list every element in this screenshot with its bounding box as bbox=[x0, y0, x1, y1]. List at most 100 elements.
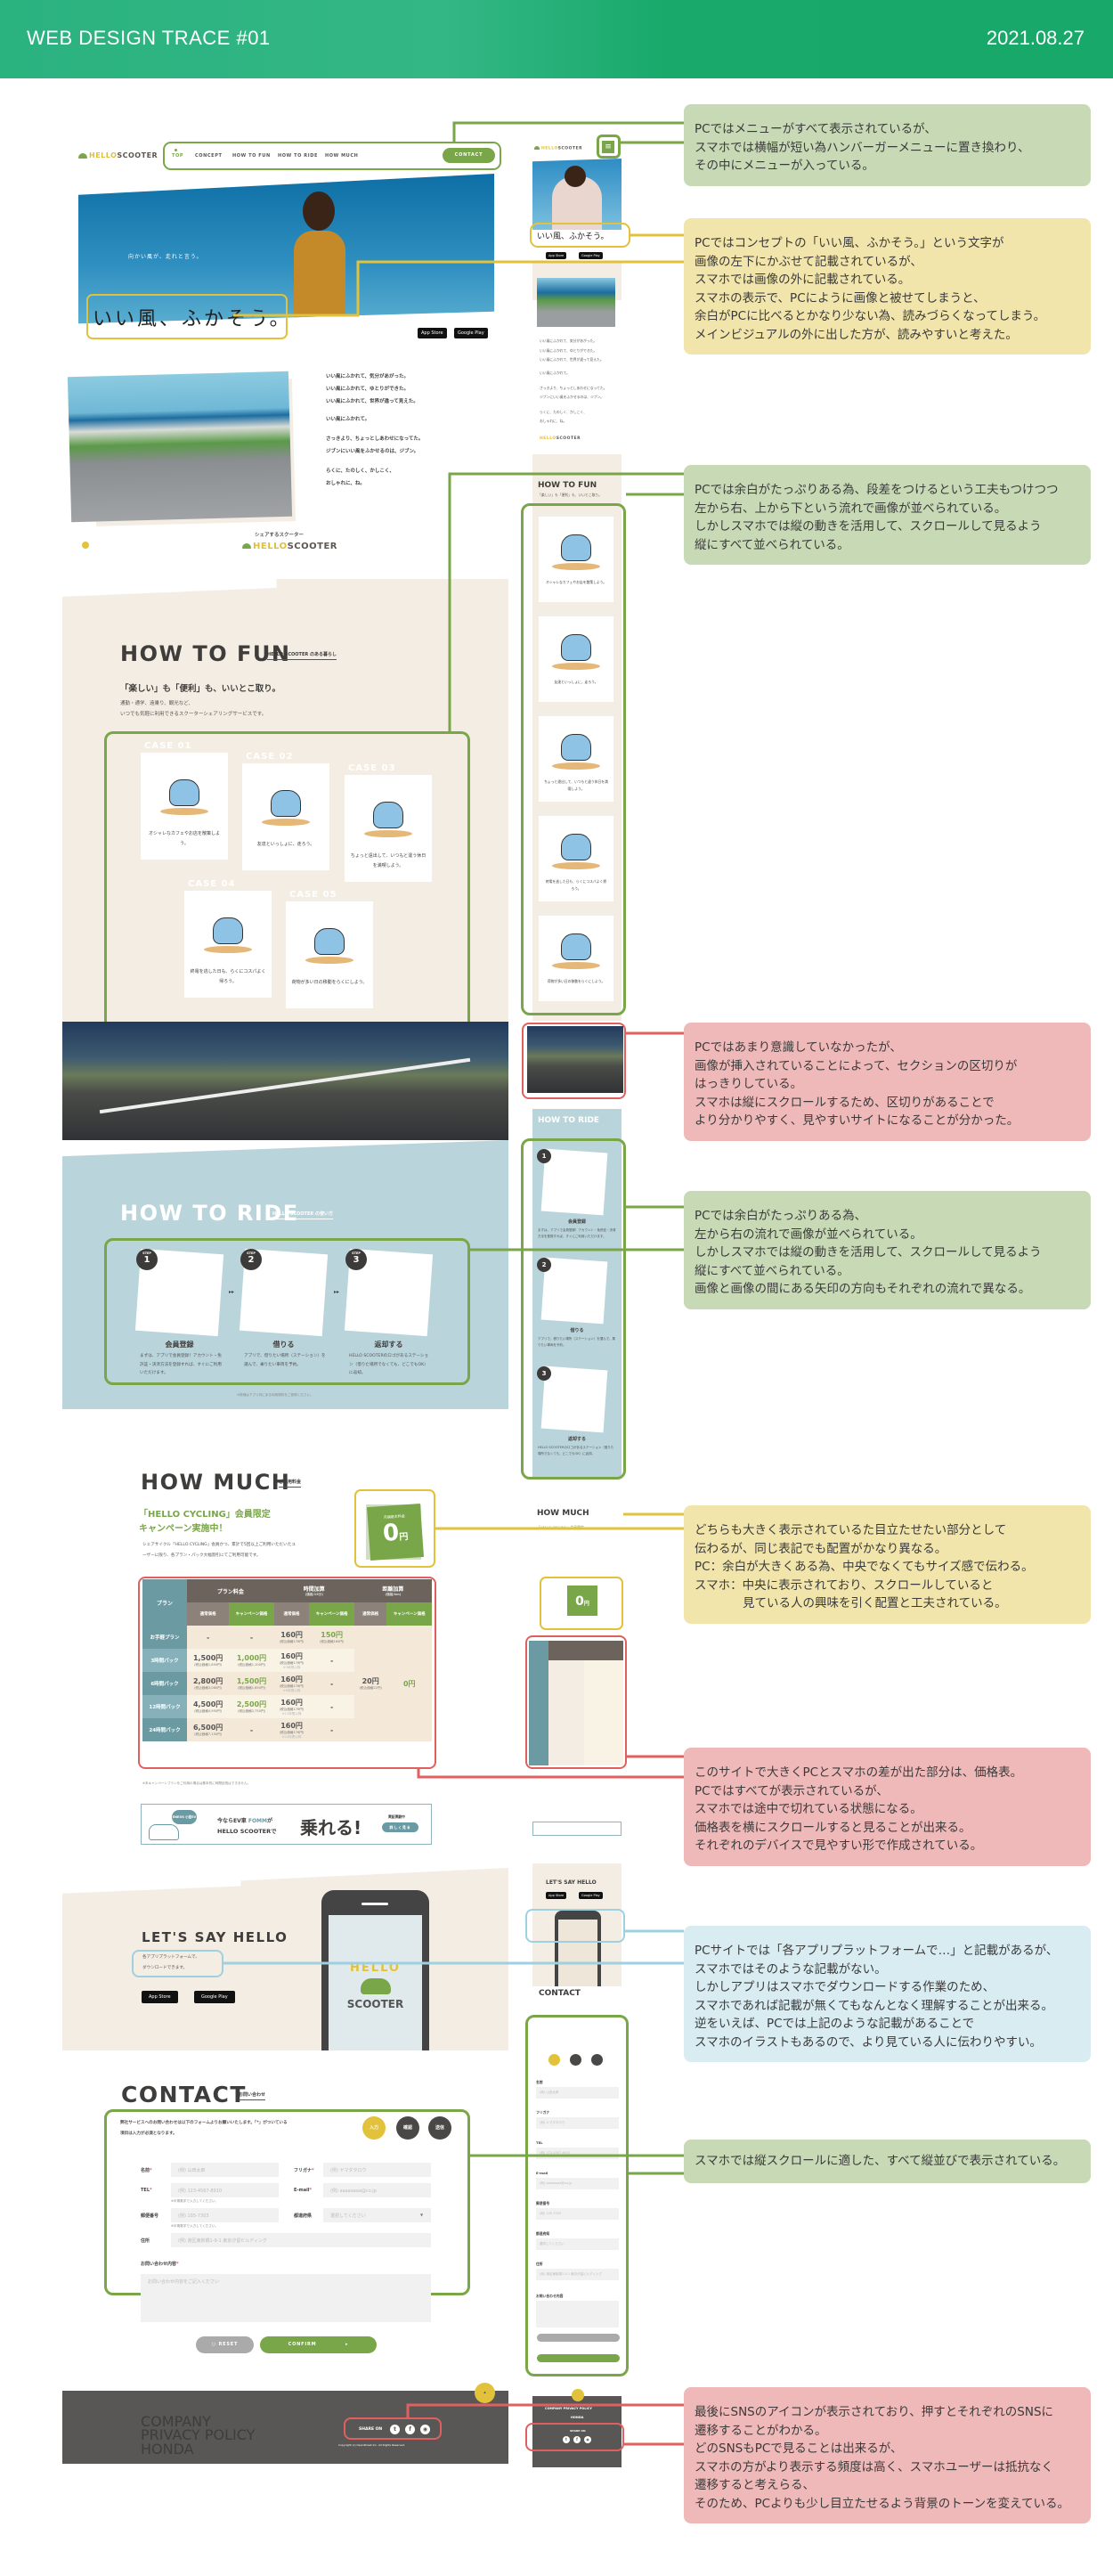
step-title: 借りる bbox=[272, 1341, 295, 1349]
hamburger-menu-icon[interactable]: ≡ bbox=[602, 141, 614, 153]
contact-button[interactable]: CONTACT bbox=[443, 148, 495, 163]
field-input[interactable]: (例) 港区東新橋1-9-1 東京汐留ビルディング bbox=[171, 2233, 431, 2247]
mobile-back-to-top-button[interactable] bbox=[572, 2389, 584, 2401]
step-number-badge: 2 bbox=[537, 1258, 551, 1272]
mobile-field-input[interactable]: (例) aaaaaaaa@co.jp bbox=[536, 2178, 619, 2189]
row-time-campaign: - bbox=[309, 1695, 354, 1718]
decor-dot bbox=[82, 542, 89, 549]
footer-link-honda[interactable]: HONDA bbox=[141, 2441, 194, 2458]
mobile-confirm-button[interactable] bbox=[537, 2354, 620, 2362]
mobile-field-input[interactable]: (例) 105-7303 bbox=[536, 2208, 619, 2220]
message-textarea[interactable]: お問い合わせ内容をご記入ください bbox=[141, 2274, 431, 2322]
mobile-price-table-highlight bbox=[525, 1635, 627, 1769]
mobile-message-textarea[interactable] bbox=[536, 2301, 619, 2327]
fee-tax: (税込価格3,080円) bbox=[194, 1686, 223, 1690]
row-fee: - bbox=[187, 1626, 230, 1649]
facebook-icon[interactable]: f bbox=[405, 2425, 415, 2434]
field-label: 都道府県 bbox=[294, 2213, 312, 2219]
field-input[interactable]: (例) aaaaaaaa@co.jp bbox=[323, 2183, 431, 2197]
ground-shape bbox=[552, 762, 600, 770]
mobile-footer-links[interactable]: COMPANY PRIVACY POLICY bbox=[545, 2407, 592, 2410]
scooter-icon bbox=[561, 534, 591, 561]
row-fee: 2,800円(税込価格3,080円) bbox=[187, 1672, 230, 1695]
google-play-badge[interactable]: Google Play bbox=[454, 328, 488, 338]
fomm-banner[interactable]: ENEOS 小型EV 今ならEV車 FOMMが HELLO SCOOTERで 乗… bbox=[141, 1804, 432, 1845]
nav-item-concept[interactable]: CONCEPT bbox=[195, 153, 223, 159]
fee-campaign-tax: (税込価格2,750円) bbox=[237, 1709, 265, 1713]
fee-campaign: 2,500円 bbox=[236, 1700, 267, 1708]
footer-link-honda[interactable]: HONDA bbox=[571, 2416, 584, 2419]
annotation-note: PCでは余白がたっぷりある為、 左から右の流れで画像が並べられている。 しかしス… bbox=[684, 1191, 1091, 1309]
app-store-badge[interactable]: App Store bbox=[546, 1892, 567, 1899]
monthly-fee-value: 0 bbox=[382, 1519, 401, 1547]
field-input[interactable]: (例) ヤマダタロウ bbox=[323, 2163, 431, 2177]
mobile-fun-case-card: オシャレなカフェやお店を散策しよう。 bbox=[539, 517, 613, 602]
footer-link-company[interactable]: COMPANY bbox=[141, 2413, 211, 2430]
nav-item-how-to-ride[interactable]: HOW TO RIDE bbox=[278, 153, 318, 159]
step-title: 返却する bbox=[374, 1341, 403, 1349]
mobile-field-input[interactable]: (例) ヤマダタロウ bbox=[536, 2117, 619, 2129]
twitter-icon[interactable]: t bbox=[390, 2425, 400, 2434]
header-distance: 距離加算(価格/km) bbox=[353, 1579, 432, 1602]
mobile-campaign: 「HELLO CYCLING」会員限定 bbox=[537, 1525, 584, 1529]
line-icon[interactable]: ◉ bbox=[420, 2425, 430, 2434]
app-store-badge[interactable]: App Store bbox=[546, 252, 567, 259]
prefecture-select[interactable]: 選択してください bbox=[323, 2208, 431, 2222]
case-illustration bbox=[204, 909, 252, 953]
mobile-how-to-ride-title: HOW TO RIDE bbox=[538, 1116, 600, 1125]
ground-shape bbox=[262, 819, 310, 826]
footer-link-privacy[interactable]: PRIVACY POLICY bbox=[141, 2426, 256, 2443]
footer-link-company[interactable]: COMPANY bbox=[545, 2407, 563, 2410]
field-hint: ※半角数字で入力してください。 bbox=[171, 2199, 219, 2203]
banner-more-button[interactable]: 詳しく見る bbox=[382, 1822, 418, 1832]
time-campaign: 150円 bbox=[321, 1631, 343, 1639]
mobile-logo[interactable]: HELLOSCOOTER bbox=[534, 146, 582, 151]
nav-item-how-much[interactable]: HOW MUCH bbox=[325, 153, 359, 159]
arrow-right-icon: ▸▸ bbox=[334, 1289, 340, 1295]
mobile-fomm-banner[interactable] bbox=[532, 1822, 621, 1836]
mobile-reset-button[interactable] bbox=[537, 2334, 620, 2342]
field-input[interactable]: (例) 123-4567-8910 bbox=[171, 2183, 279, 2197]
mobile-field-input[interactable]: (例) 123-4567-8910 bbox=[536, 2148, 619, 2159]
step-number: 3 bbox=[541, 1370, 547, 1377]
header-campaign: キャンペーン価格 bbox=[309, 1602, 354, 1626]
twitter-icon[interactable]: t bbox=[563, 2436, 570, 2443]
reset-button[interactable]: ○ RESET bbox=[196, 2336, 254, 2353]
google-play-badge[interactable]: Google Play bbox=[579, 252, 603, 259]
nav-item-how-to-fun[interactable]: HOW TO FUN bbox=[232, 153, 271, 159]
app-store-badge[interactable]: App Store bbox=[418, 328, 447, 338]
logo-scooter: SCOOTER bbox=[556, 436, 581, 441]
scooter-icon bbox=[561, 634, 591, 661]
header-campaign: キャンペーン価格 bbox=[229, 1602, 274, 1626]
contact-subtitle: お問い合わせ bbox=[239, 2091, 266, 2100]
step-title: 借りる bbox=[570, 1328, 584, 1333]
mobile-price-table[interactable] bbox=[529, 1641, 623, 1765]
campaign-line-1: 「HELLO CYCLING」会員限定 bbox=[139, 1510, 271, 1520]
line-icon[interactable]: ◉ bbox=[584, 2436, 591, 2443]
google-play-badge[interactable]: Google Play bbox=[194, 1991, 235, 2003]
google-play-badge[interactable]: Google Play bbox=[579, 1892, 603, 1899]
how-much-subtitle: ご利用料金 bbox=[279, 1479, 302, 1488]
field-input[interactable]: (例) 山田太郎 bbox=[171, 2163, 279, 2177]
header-label: プラン料金 bbox=[216, 1588, 244, 1595]
field-label: 郵便番号 bbox=[141, 2213, 158, 2219]
site-logo[interactable]: HELLOSCOOTER bbox=[78, 151, 158, 159]
back-to-top-button[interactable]: ▴ bbox=[475, 2383, 495, 2403]
mobile-step-send bbox=[591, 2054, 603, 2066]
mobile-field-input[interactable]: (例) 山田太郎 bbox=[536, 2087, 619, 2099]
mobile-field-input[interactable]: (例) 港区東新橋1-9-1 東京汐留ビルディング bbox=[536, 2269, 619, 2280]
footer-link-privacy[interactable]: PRIVACY POLICY bbox=[563, 2407, 592, 2410]
nav-item-top[interactable]: TOP bbox=[172, 153, 184, 159]
facebook-icon[interactable]: f bbox=[573, 2436, 581, 2443]
time: 160円 bbox=[280, 1698, 303, 1707]
app-store-badge[interactable]: App Store bbox=[142, 1991, 178, 2003]
mobile-field-input[interactable]: 選択してください bbox=[536, 2238, 619, 2250]
page-header: WEB DESIGN TRACE #01 2021.08.27 bbox=[0, 0, 1113, 78]
header-normal: 通常価格 bbox=[273, 1602, 310, 1626]
connector-table bbox=[417, 1768, 684, 1779]
mobile-field-label: フリガナ bbox=[536, 2110, 550, 2115]
confirm-button[interactable]: CONFIRM ▸ bbox=[260, 2336, 377, 2353]
case-text: 友達といっしょに、走ろう。 bbox=[554, 680, 598, 684]
field-input[interactable]: (例) 105-7303 bbox=[171, 2208, 279, 2222]
